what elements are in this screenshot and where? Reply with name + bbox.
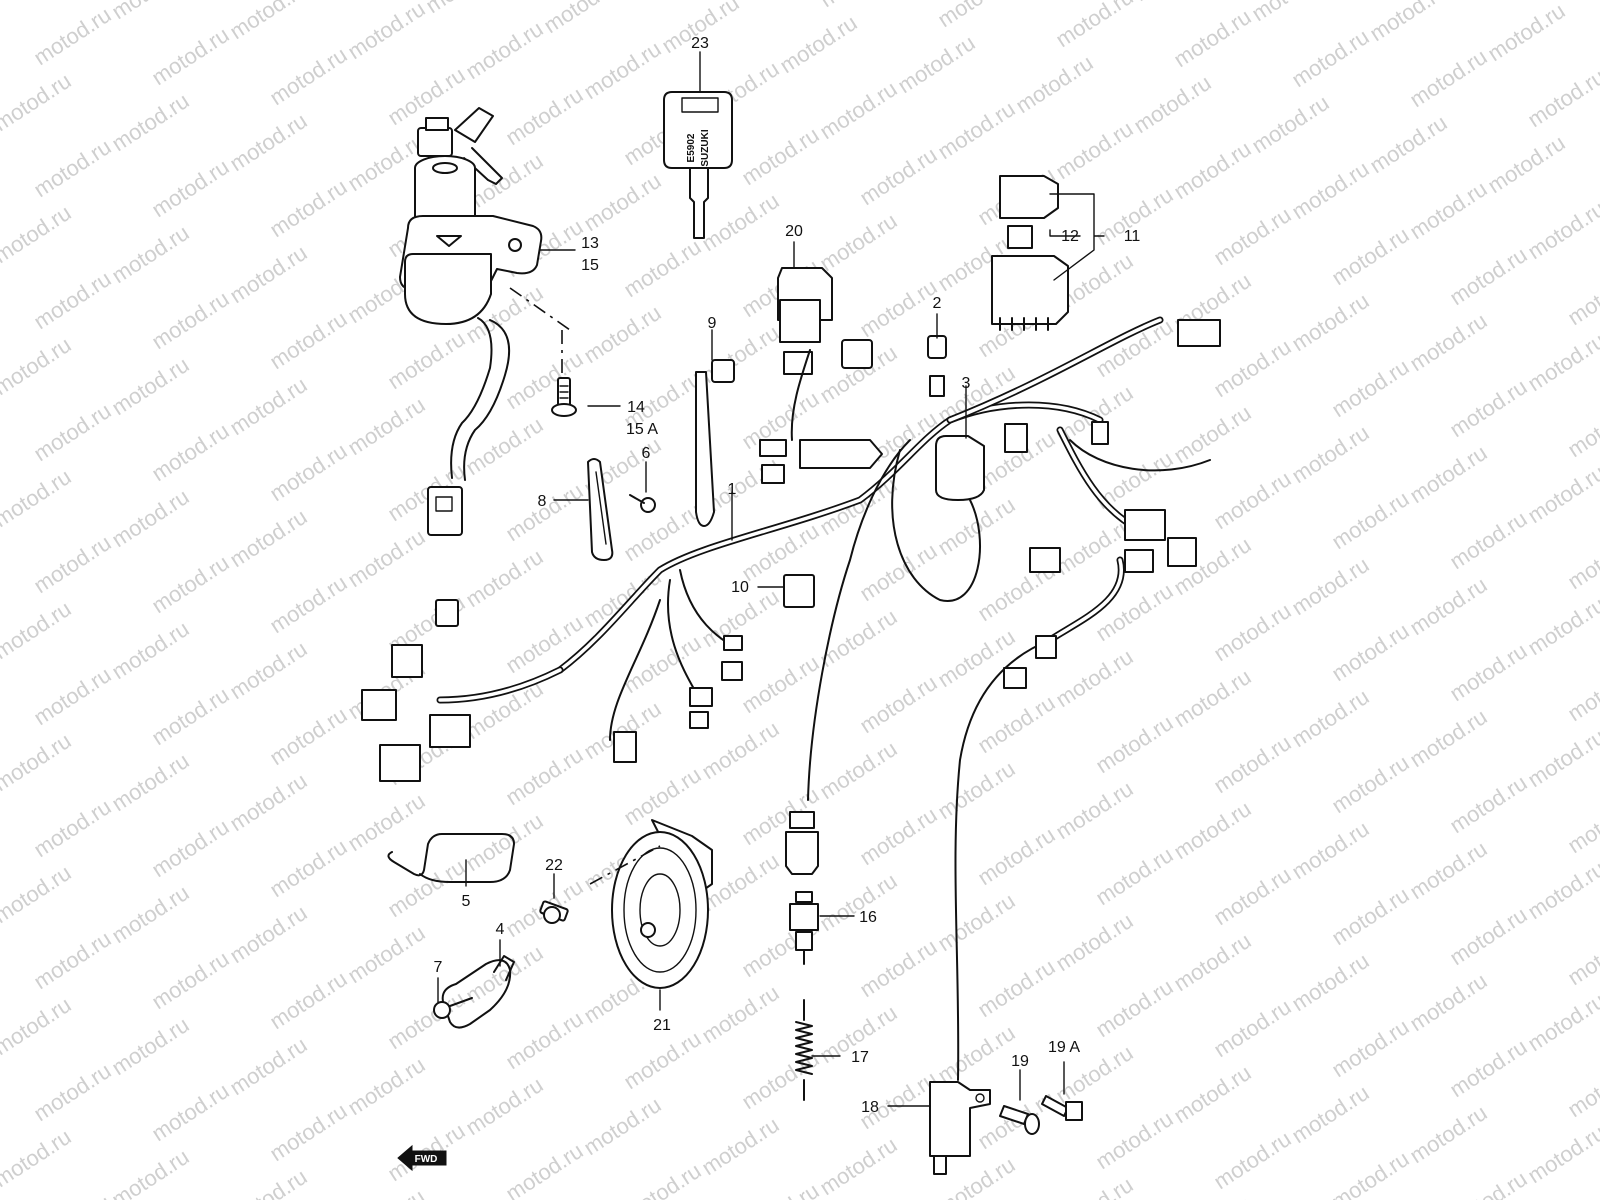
bolt-22 <box>539 900 569 924</box>
callout-18: 18 <box>861 1099 879 1116</box>
callout-19a: 19 A <box>1048 1039 1080 1056</box>
callout-15a: 15 A <box>626 421 658 438</box>
callout-12: 12 <box>1061 228 1079 245</box>
screw-19 <box>999 1105 1040 1135</box>
ignition-switch <box>399 107 571 536</box>
small-relay <box>927 335 947 397</box>
callout-3: 3 <box>962 375 971 392</box>
fuse-box <box>991 175 1069 331</box>
screw-6 <box>629 494 656 513</box>
callout-labels: 23 13 15 11 12 20 2 3 9 14 15 A 6 8 1 10… <box>434 35 1141 1116</box>
wiring-harness <box>436 316 1211 1081</box>
callout-9: 9 <box>708 315 717 332</box>
harness-connectors <box>361 319 1221 782</box>
key-tag-brand: SUZUKI <box>700 129 711 166</box>
bolt-19a <box>1041 1095 1083 1121</box>
callout-5: 5 <box>462 893 471 910</box>
spring <box>795 999 813 1101</box>
callout-1: 1 <box>728 481 737 498</box>
callout-16: 16 <box>859 909 877 926</box>
brake-switch <box>785 811 819 965</box>
callout-10: 10 <box>731 579 749 596</box>
callout-17: 17 <box>851 1049 869 1066</box>
callout-13: 13 <box>581 235 599 252</box>
callout-2: 2 <box>933 295 942 312</box>
relay <box>777 267 873 375</box>
callout-8: 8 <box>538 493 547 510</box>
callout-20: 20 <box>785 223 803 240</box>
terminal-cover <box>935 435 985 501</box>
horn <box>589 819 713 989</box>
callout-6: 6 <box>642 445 651 462</box>
cable-tie <box>695 359 735 527</box>
callout-7: 7 <box>434 959 443 976</box>
ignition-key: E5902 SUZUKI <box>663 91 733 239</box>
callout-21: 21 <box>653 1017 671 1034</box>
callout-23: 23 <box>691 35 709 52</box>
clamp-bracket <box>587 458 614 561</box>
callout-19: 19 <box>1011 1053 1029 1070</box>
sidestand-switch <box>929 1081 991 1175</box>
key-tag-code: E5902 <box>686 133 697 162</box>
fwd-label: FWD <box>415 1154 438 1165</box>
callout-4: 4 <box>496 921 505 938</box>
leader-lines <box>437 51 1105 1107</box>
screw-14 <box>551 377 577 417</box>
callout-22: 22 <box>545 857 563 874</box>
callout-14: 14 <box>627 399 645 416</box>
clamp-4 <box>441 955 515 1029</box>
callout-11: 11 <box>1124 228 1141 245</box>
screw-7 <box>433 997 473 1019</box>
wire-clip <box>387 833 515 883</box>
callout-15: 15 <box>581 257 599 274</box>
forward-direction-arrow: FWD <box>397 1144 447 1172</box>
